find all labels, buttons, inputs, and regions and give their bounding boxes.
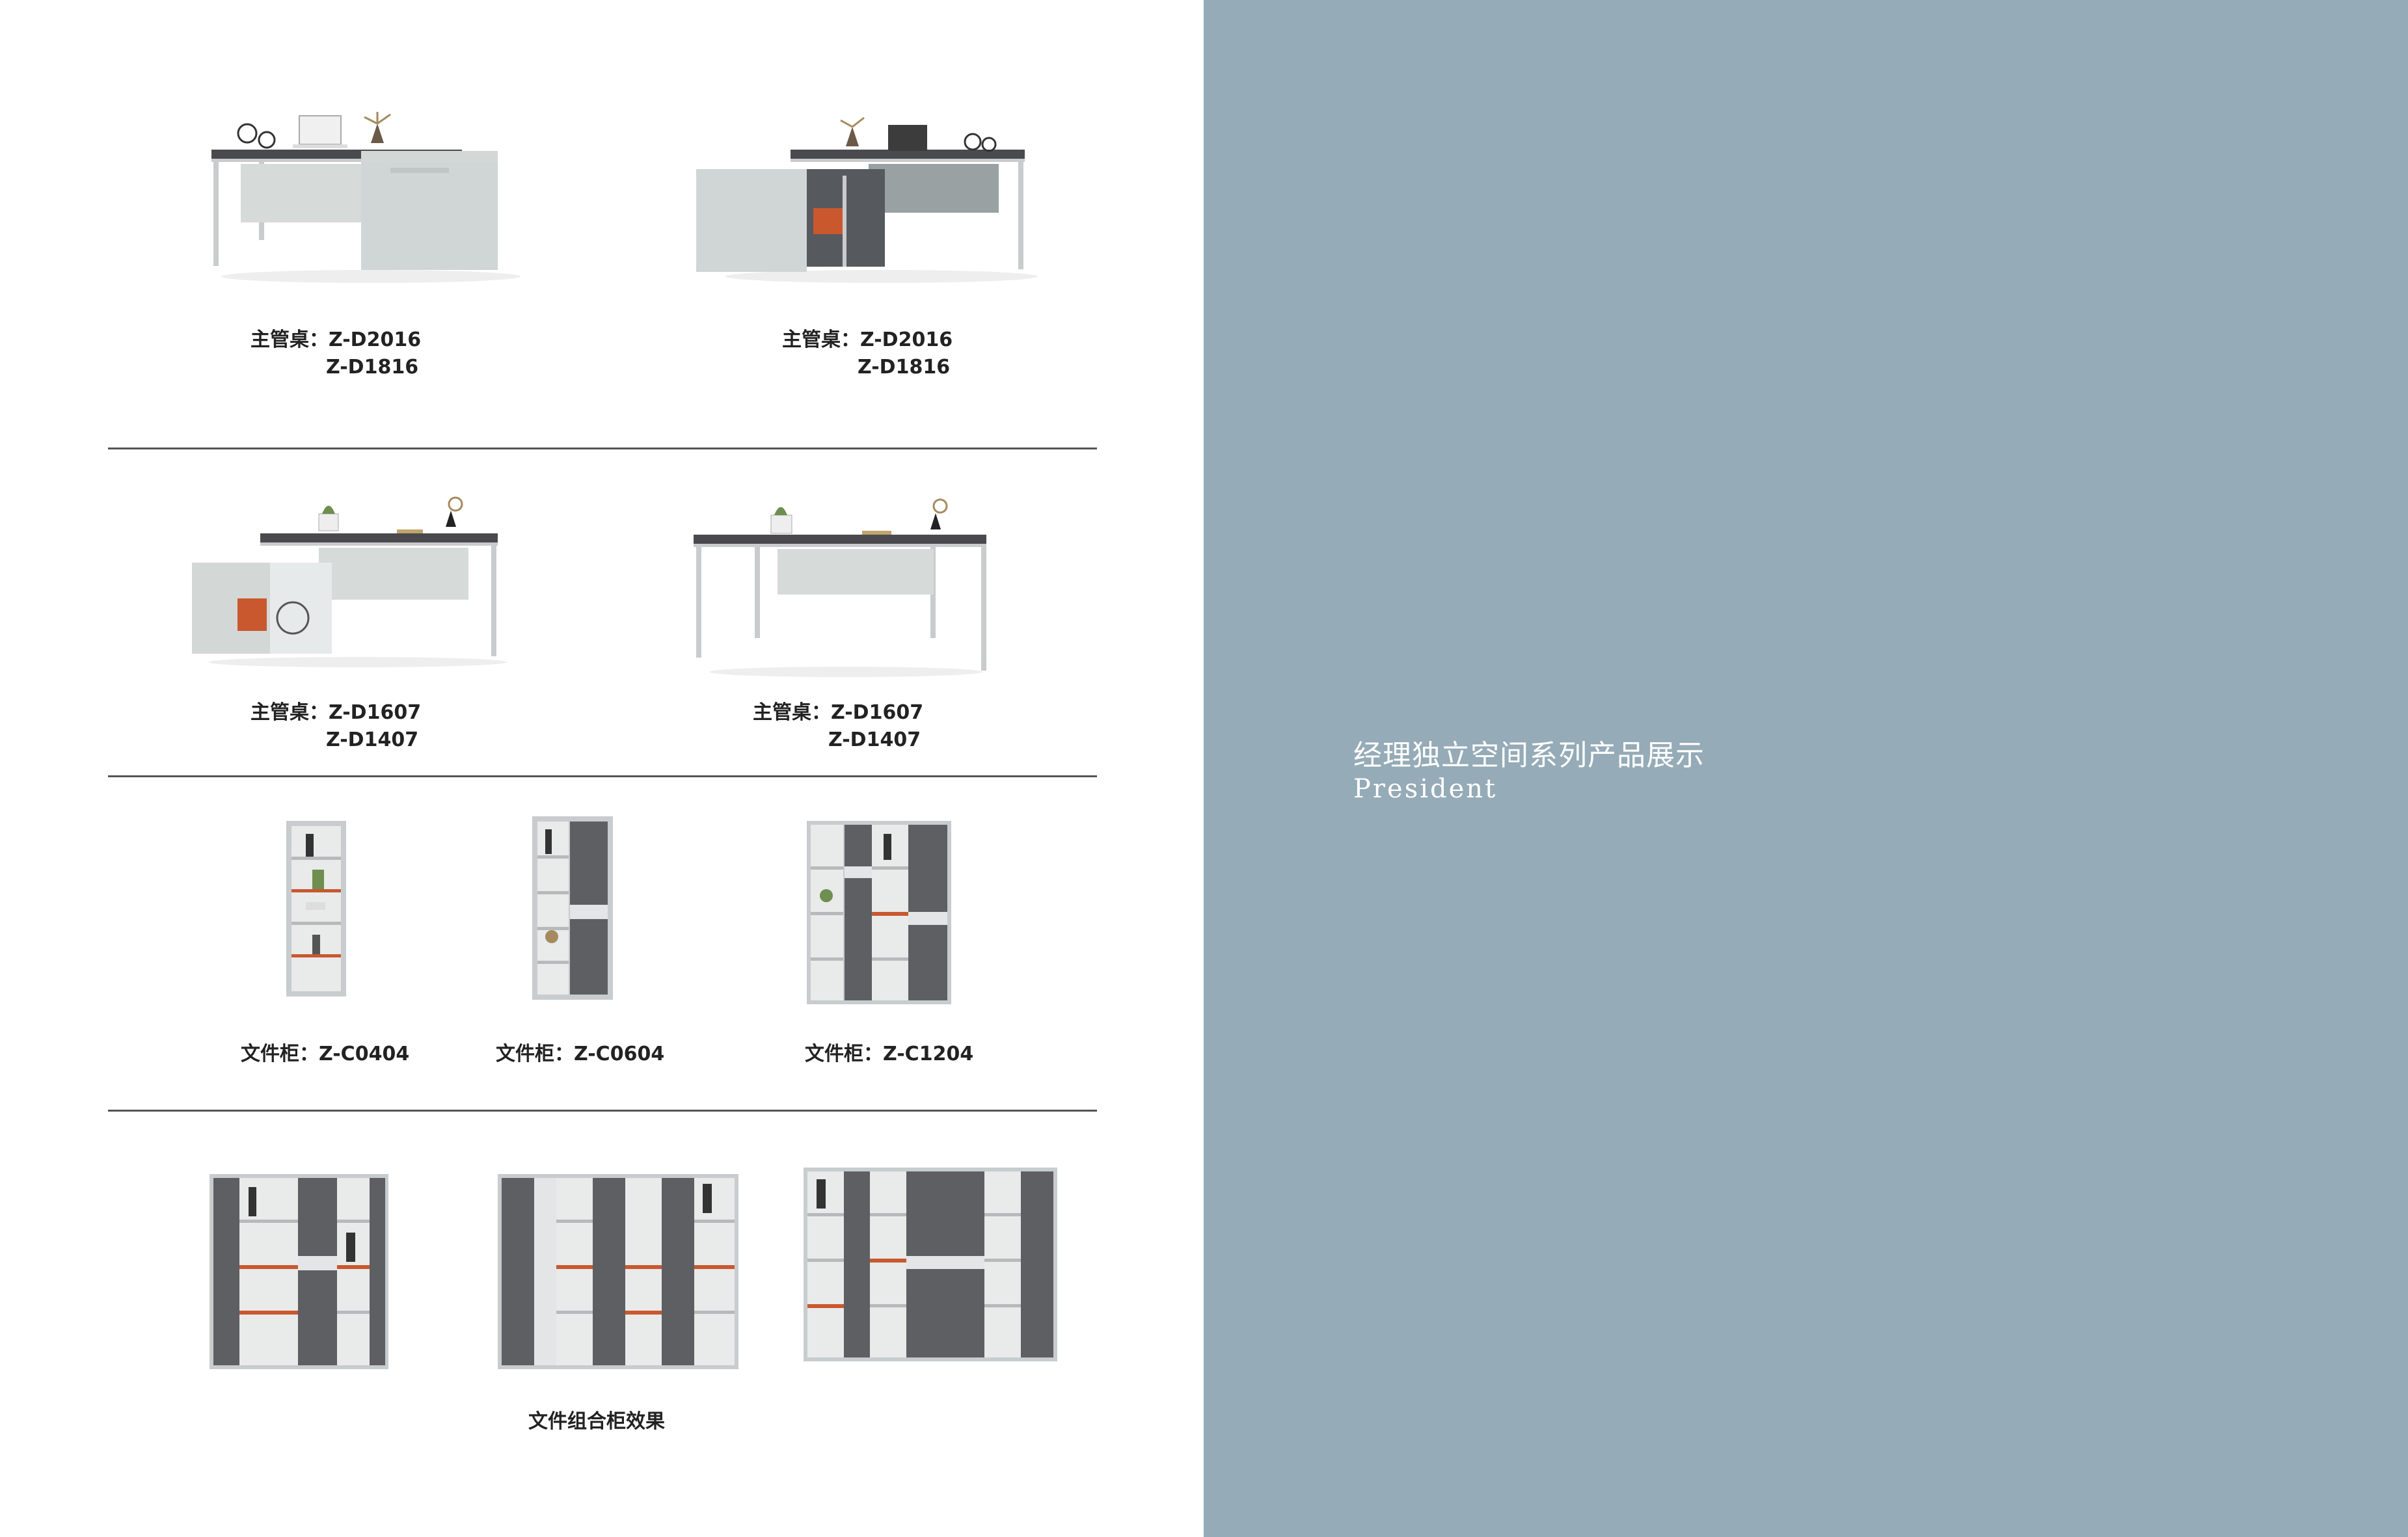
cabinet-image-2 <box>532 816 613 1000</box>
desk-model-primary: Z-D1607 <box>831 701 924 724</box>
color-panel <box>1204 0 2408 1537</box>
desk-label-prefix: 主管桌： <box>250 701 329 724</box>
cabinet-label-prefix: 文件柜： <box>241 1043 319 1065</box>
cabinet-label-prefix: 文件柜： <box>805 1043 883 1065</box>
cabinet-model: Z-C0604 <box>574 1043 665 1065</box>
section-divider-2 <box>108 775 1097 777</box>
section-title: 经理独立空间系列产品展示 <box>1353 739 1705 772</box>
combo-caption: 文件组合柜效果 <box>528 1410 665 1433</box>
cabinet-label-prefix: 文件柜： <box>496 1043 574 1065</box>
cabinet-model: Z-C0404 <box>319 1043 410 1065</box>
desk-label-prefix: 主管桌： <box>753 701 831 724</box>
cabinet-model: Z-C1204 <box>883 1043 974 1065</box>
desk-label-4: 主管桌：Z-D1607 Z-D1407 <box>753 699 923 754</box>
desk-image-2 <box>696 116 1038 283</box>
desk-model-primary: Z-D2016 <box>860 328 953 351</box>
desk-label-prefix: 主管桌： <box>250 328 329 351</box>
desk-label-2: 主管桌：Z-D2016 Z-D1816 <box>782 327 953 381</box>
section-divider-1 <box>108 448 1097 449</box>
cabinet-label-3: 文件柜：Z-C1204 <box>805 1041 973 1068</box>
section-divider-3 <box>108 1110 1097 1112</box>
section-subtitle: President <box>1353 774 1498 804</box>
desk-label-prefix: 主管桌： <box>782 328 860 351</box>
desk-model-primary: Z-D1607 <box>329 701 422 724</box>
desk-image-3 <box>192 496 507 667</box>
combo-cabinet-image-2 <box>498 1174 738 1369</box>
cabinet-image-3 <box>807 821 951 1004</box>
cabinet-label-1: 文件柜：Z-C0404 <box>241 1041 409 1068</box>
desk-model-secondary: Z-D1816 <box>326 356 419 379</box>
desk-label-1: 主管桌：Z-D2016 Z-D1816 <box>250 327 421 381</box>
combo-cabinet-image-3 <box>804 1168 1057 1361</box>
desk-image-1 <box>211 112 521 283</box>
cabinet-label-2: 文件柜：Z-C0604 <box>496 1041 664 1068</box>
desk-image-4 <box>694 498 986 677</box>
cabinet-image-1 <box>286 821 346 996</box>
combo-cabinet-image-1 <box>210 1174 388 1369</box>
desk-model-secondary: Z-D1816 <box>858 356 951 379</box>
desk-model-primary: Z-D2016 <box>329 328 422 351</box>
desk-model-secondary: Z-D1407 <box>828 728 921 751</box>
desk-label-3: 主管桌：Z-D1607 Z-D1407 <box>250 699 421 754</box>
desk-model-secondary: Z-D1407 <box>326 728 419 751</box>
product-page-left: 主管桌：Z-D2016 Z-D1816 主管桌：Z-D2016 Z-D1816 <box>108 112 1097 1433</box>
